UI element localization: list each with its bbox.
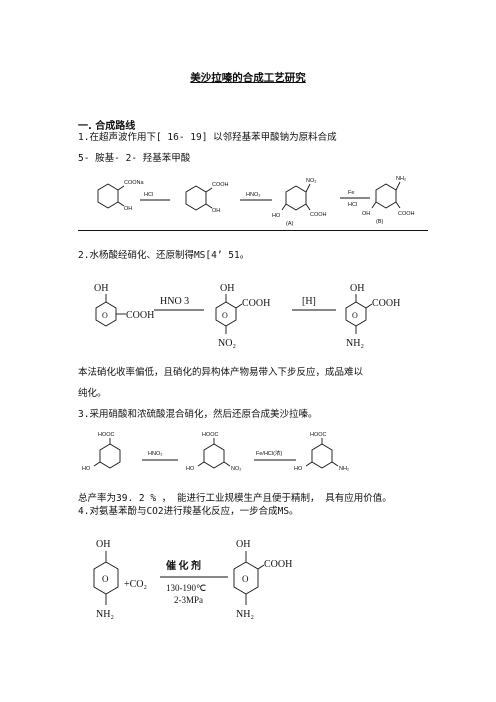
chem-label: OH: [96, 539, 110, 550]
reaction-scheme-1: COONa OH HCl COOH OH HNO₃ NO₂ HO COOH (A…: [97, 176, 415, 227]
reagent-label: [H]: [302, 296, 316, 307]
reagent-label: HNO₃: [246, 192, 260, 198]
route2-text: 2.水杨酸经硝化、还原制得MS[4’ 51。: [78, 250, 250, 261]
catalyst-label: 催 化 剂: [166, 559, 201, 572]
reaction-scheme-2: OH O COOH HNO 3 OH O COOH NO₂ [H] OH O C…: [94, 283, 400, 349]
reagent-label: Fe: [348, 190, 354, 196]
reagent-label: Fe/HCl(浓): [256, 449, 282, 457]
chem-label: HO: [186, 466, 195, 472]
divider: [78, 230, 428, 231]
benzene-ring: [97, 183, 119, 209]
benzene-ring: [375, 183, 397, 209]
reaction-scheme-4: OH O +CO₂ NH₂ 催 化 剂 130-190℃ 2-3MPa OH O…: [93, 539, 292, 620]
chem-label: HO: [294, 466, 303, 472]
route2-note: 本法硝化收率偏低，且硝化的异构体产物易带入下步反应，成品难以: [78, 367, 364, 378]
benzene-ring: [311, 443, 333, 469]
ring-label: O: [352, 311, 358, 320]
section-heading: 一. 合成路线: [78, 121, 136, 132]
chem-label: NH₂: [96, 609, 114, 620]
chem-label: OH: [236, 539, 250, 550]
chem-label: NO₂: [231, 466, 241, 472]
chem-label: OH: [94, 283, 108, 294]
ring-label: O: [222, 311, 228, 320]
ring-label: O: [102, 574, 109, 584]
compound-label: (B): [376, 219, 384, 225]
ring-label: O: [242, 574, 249, 584]
chem-label: COONa: [124, 180, 145, 186]
chem-label: COOH: [310, 212, 327, 218]
page-title: 美沙拉嗪的合成工艺研究: [190, 72, 306, 84]
chem-label: COOH: [212, 182, 229, 188]
route2-note-cont: 纯化。: [78, 388, 107, 399]
chem-label: OH: [124, 206, 132, 212]
chem-label: COOH: [398, 211, 415, 217]
reagent-label: HCl: [144, 192, 153, 198]
chem-label: OH: [362, 211, 370, 217]
chem-label: HOOC: [310, 432, 327, 438]
chem-label: HO: [82, 466, 91, 472]
pressure-label: 2-3MPa: [174, 595, 203, 605]
reagent-label: +CO₂: [124, 579, 147, 590]
chem-label: OH: [212, 208, 220, 214]
route3-note: 总产率为39. 2 % ， 能进行工业规模生产且便于精制， 具有应用价值。: [78, 493, 392, 504]
chem-label: OH: [220, 283, 234, 294]
chem-label: OH: [350, 283, 364, 294]
route4-text: 4.对氨基苯酚与CO2进行羧基化反应，一步合成MS。: [78, 506, 299, 517]
chem-label: NH₂: [396, 176, 406, 182]
route1-product-text: 5- 胺基- 2- 羟基苯甲酸: [78, 153, 191, 164]
chem-label: HOOC: [98, 432, 115, 438]
benzene-ring: [203, 443, 225, 469]
benzene-ring: [285, 185, 307, 211]
chem-label: NH₂: [346, 338, 364, 349]
chem-label: NO₂: [306, 178, 316, 184]
ring-label: O: [102, 311, 108, 320]
compound-label: (A): [286, 221, 294, 227]
chem-label: NH₂: [236, 609, 254, 620]
reagent-label: HCl: [348, 202, 357, 208]
chem-label: HOOC: [202, 432, 219, 438]
reagent-label: HNO 3: [160, 296, 189, 307]
benzene-ring: [99, 443, 121, 469]
temperature-label: 130-190℃: [166, 583, 206, 593]
chem-label: NO₂: [218, 338, 236, 349]
reagent-label: HNO₃: [148, 451, 162, 457]
chem-label: COOH: [242, 298, 270, 309]
chem-label: HO: [272, 213, 281, 219]
chem-label: COOH: [372, 298, 400, 309]
chem-label: COOH: [264, 559, 292, 570]
benzene-ring: [185, 185, 207, 211]
route3-text: 3.采用硝酸和浓硫酸混合硝化，然后还原合成美沙拉嗪。: [78, 409, 318, 420]
chem-label: NH₂: [339, 466, 349, 472]
reaction-scheme-3: HOOC HO HNO₃ HOOC HO NO₂ Fe/HCl(浓) HOOC …: [82, 432, 349, 472]
chem-label: COOH: [126, 310, 154, 321]
route1-text: 1.在超声波作用下[ 16- 19] 以邻羟基苯甲酸钠为原料合成: [78, 132, 337, 143]
